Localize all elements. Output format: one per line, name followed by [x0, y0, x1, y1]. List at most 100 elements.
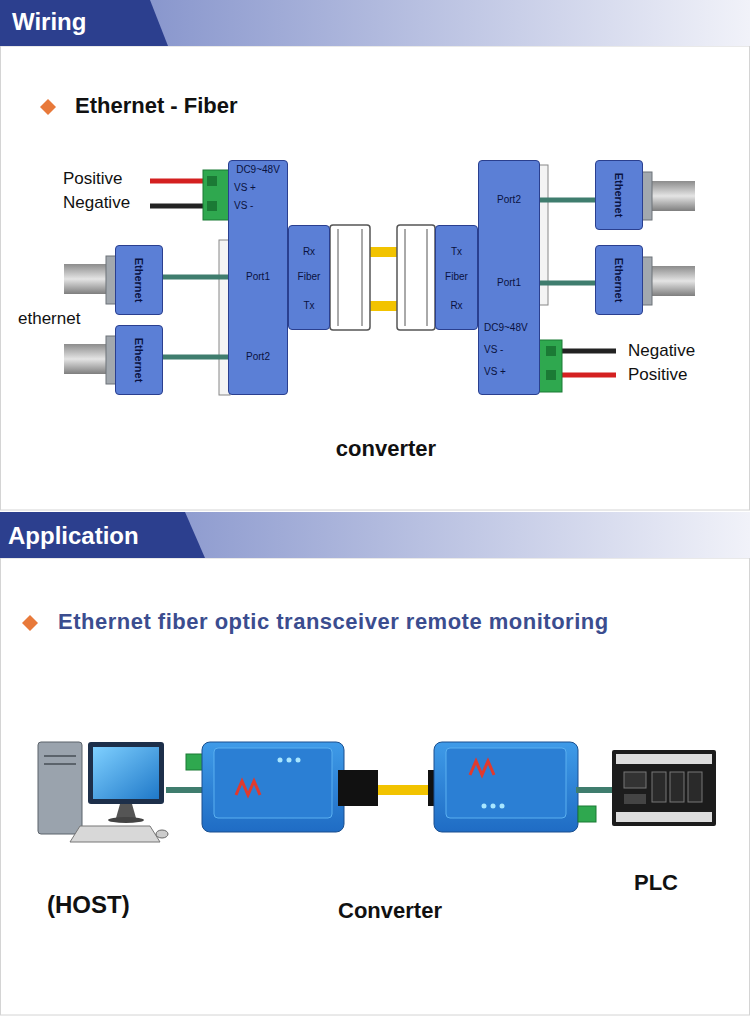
section-heading: Ethernet fiber optic transceiver remote …: [58, 609, 609, 634]
ethernet-line: [576, 787, 614, 793]
positive-wire: [150, 179, 204, 184]
port-label: Port1: [479, 277, 539, 289]
fiber-port-label: Fiber: [289, 271, 329, 283]
wire-label: Positive: [628, 365, 688, 384]
ethernet-cable: [648, 181, 695, 211]
brand-logo: [236, 781, 260, 795]
section-bar-tab: [0, 512, 205, 558]
label-anchor: ethernet: [18, 309, 80, 329]
plc-board: [612, 750, 716, 826]
terminal-screw: [546, 346, 556, 356]
converter-body: Port2Port1DC9~48VVS -VS +: [478, 160, 540, 395]
section-bar-tab: [0, 0, 168, 46]
port-label: DC9~48V: [229, 164, 287, 176]
label-anchor: Positive: [628, 365, 688, 385]
cable-boot: [642, 172, 652, 220]
label-anchor: (HOST): [47, 891, 130, 919]
status-led: [296, 758, 301, 763]
brand-logo: [470, 761, 494, 775]
ethernet-cable: [64, 264, 110, 294]
label-anchor: PLC: [634, 870, 678, 896]
terminal-screw: [207, 176, 217, 186]
monitor-base: [108, 817, 144, 823]
ethernet-cable: [64, 344, 110, 374]
plc-chip: [624, 794, 646, 804]
ethernet-line: [163, 355, 228, 360]
fiber-port-label: Rx: [436, 300, 477, 312]
label-anchor: Positive: [63, 169, 123, 189]
status-led: [491, 804, 496, 809]
plc-relay: [688, 772, 702, 802]
section-bar: [0, 512, 750, 558]
plc-terminal-row: [616, 754, 712, 764]
converter-body: DC9~48VVS +VS -Port1Port2: [228, 160, 288, 395]
section-bar: [0, 0, 750, 46]
positive-wire: [560, 373, 616, 378]
converter-device: [434, 742, 578, 832]
terminal-screw: [207, 201, 217, 211]
terminal-block: [186, 754, 204, 770]
port-label: VS +: [229, 182, 287, 194]
port-label: VS -: [479, 344, 539, 356]
fiber-cable: [378, 785, 430, 795]
device-label: PLC: [634, 870, 678, 895]
plug-label: Ethernet: [612, 257, 626, 303]
monitor-stand: [116, 804, 136, 818]
negative-wire: [560, 349, 616, 354]
plc-chip: [624, 772, 646, 788]
connector-edge: [362, 229, 363, 326]
ethernet-cable: [648, 266, 695, 296]
label-anchor: Negative: [628, 341, 695, 361]
connector-edge: [338, 229, 339, 326]
port-label: VS +: [479, 366, 539, 378]
device-label: Converter: [338, 898, 442, 923]
bullet-diamond: [22, 615, 38, 631]
plug-label: Ethernet: [132, 257, 146, 303]
mouse: [156, 830, 168, 838]
cable-label: ethernet: [18, 309, 80, 328]
ethernet-plug: Ethernet: [115, 245, 163, 315]
bullet-diamond: [40, 99, 56, 115]
plc-relay: [652, 772, 666, 802]
label-anchor: Application: [8, 522, 139, 550]
fiber-connector: [397, 225, 435, 330]
section-frame: [1, 46, 750, 510]
converter-face: [446, 748, 566, 818]
label-anchor: Ethernet - Fiber: [75, 93, 238, 119]
terminal-block: [578, 806, 596, 822]
diagram-caption: converter: [336, 436, 436, 461]
plug-label: Ethernet: [612, 172, 626, 218]
fiber-connector: [330, 225, 370, 330]
pc-slot: [44, 755, 76, 757]
wire-label: Positive: [63, 169, 123, 188]
ethernet-plug: Ethernet: [115, 325, 163, 395]
fiber-port-label: Rx: [289, 246, 329, 258]
ethernet-plug: Ethernet: [595, 160, 643, 230]
fiber-connector: [338, 770, 378, 806]
port-label: VS -: [229, 200, 287, 212]
ethernet-line: [163, 275, 228, 280]
pc-monitor: [88, 742, 164, 804]
converter-face: [214, 748, 332, 818]
device-label: (HOST): [47, 891, 130, 918]
pc-screen: [93, 747, 159, 799]
plug-label: Ethernet: [132, 337, 146, 383]
terminal-block: [203, 170, 230, 220]
section-frame: [1, 558, 750, 1015]
wire-label: Negative: [628, 341, 695, 360]
plc-relay: [670, 772, 684, 802]
fiber-port-label: Tx: [289, 300, 329, 312]
pc-slot: [44, 763, 76, 765]
section-title: Application: [8, 522, 139, 549]
label-anchor: Wiring: [12, 8, 86, 36]
negative-wire: [150, 204, 204, 209]
fiber-module: TxFiberRx: [435, 225, 478, 330]
port-label: Port1: [229, 271, 287, 283]
ethernet-line: [166, 787, 204, 793]
wire-label: Negative: [63, 193, 130, 212]
section-title: Wiring: [12, 8, 86, 35]
